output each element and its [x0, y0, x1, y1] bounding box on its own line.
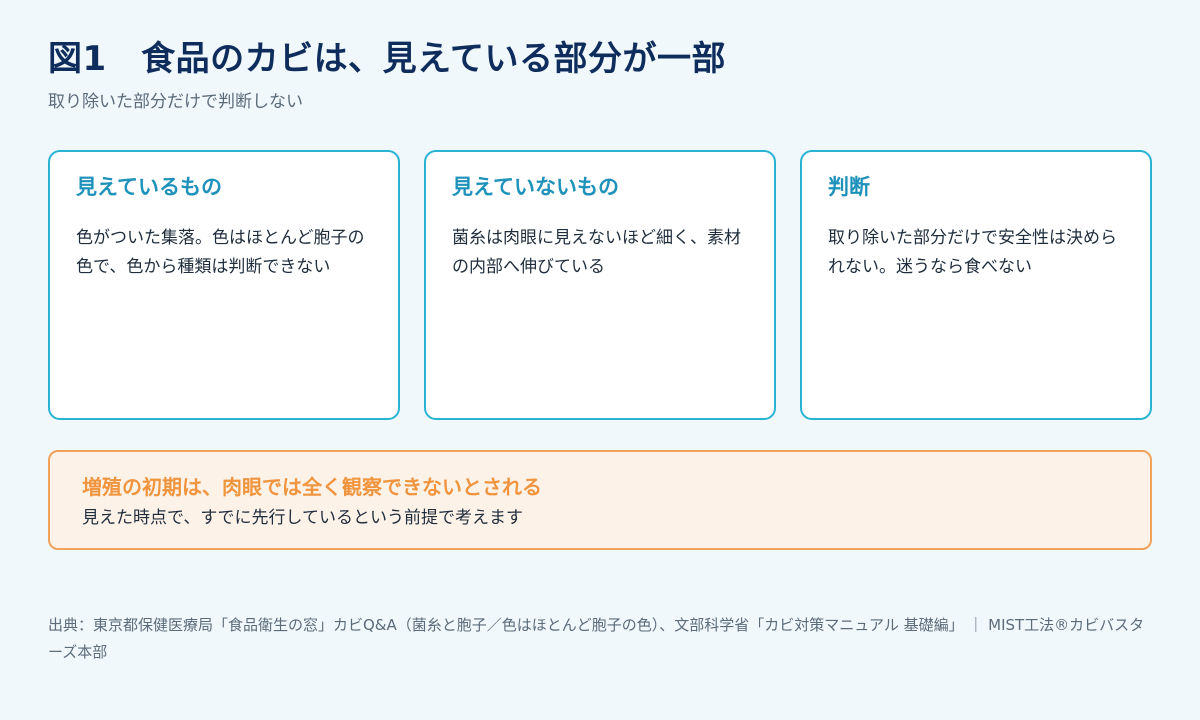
card-judgment-title: 判断 — [828, 175, 870, 199]
source-note: 出典：東京都保健医療局「食品衛生の窓」カビQ&A（菌糸と胞子／色はほとんど胞子の… — [48, 616, 1145, 661]
card-visible-title: 見えているもの — [76, 175, 222, 199]
callout-box: 増殖の初期は、肉眼では全く観察できないとされる 見えた時点で、すでに先行している… — [48, 450, 1152, 550]
card-invisible-title: 見えていないもの — [452, 175, 619, 199]
card-invisible-body: 菌糸は肉眼に見えないほど細く、素材の内部へ伸びている — [452, 228, 741, 277]
card-visible-body: 色がついた集落。色はほとんど胞子の色で、色から種類は判断できない — [76, 228, 365, 277]
page-title: 図1 食品のカビは、見えている部分が一部 — [48, 39, 726, 79]
callout-title: 増殖の初期は、肉眼では全く観察できないとされる — [82, 475, 542, 499]
card-invisible: 見えていないもの 菌糸は肉眼に見えないほど細く、素材の内部へ伸びている — [424, 150, 776, 420]
card-judgment-body: 取り除いた部分だけで安全性は決められない。迷うなら食べない — [828, 228, 1117, 277]
card-visible: 見えているもの 色がついた集落。色はほとんど胞子の色で、色から種類は判断できない — [48, 150, 400, 420]
card-row: 見えているもの 色がついた集落。色はほとんど胞子の色で、色から種類は判断できない… — [48, 150, 1152, 420]
header: 図1 食品のカビは、見えている部分が一部 取り除いた部分だけで判断しない — [48, 36, 1152, 114]
card-judgment: 判断 取り除いた部分だけで安全性は決められない。迷うなら食べない — [800, 150, 1152, 420]
page-subtitle: 取り除いた部分だけで判断しない — [48, 92, 303, 112]
callout-body: 見えた時点で、すでに先行しているという前提で考えます — [82, 508, 523, 528]
